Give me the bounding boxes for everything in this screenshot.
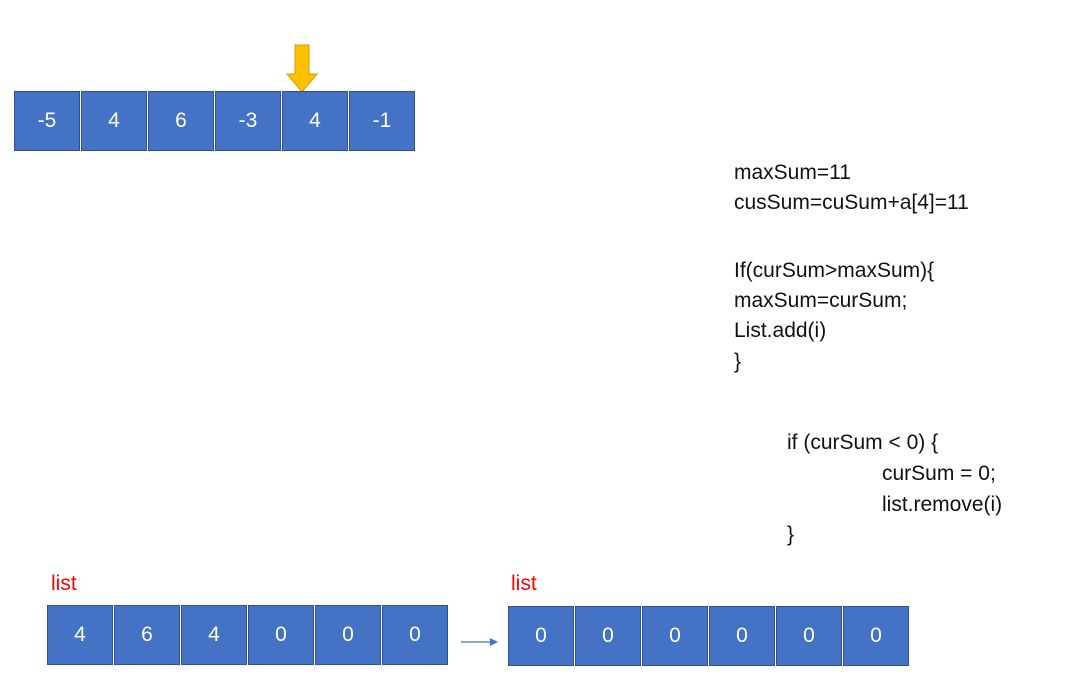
list-left-cell-2: 4 — [181, 605, 247, 665]
code-line: } — [787, 523, 795, 546]
list-label-left: list — [51, 572, 77, 595]
array-cell-3: -3 — [215, 91, 281, 151]
right-arrow-icon — [461, 638, 498, 646]
list-label-right: list — [511, 572, 537, 595]
list-left-cell-5: 0 — [382, 605, 448, 665]
code-line: cusSum=cuSum+a[4]=11 — [734, 191, 969, 214]
list-right-cell-5: 0 — [843, 606, 909, 666]
down-arrow-icon — [286, 44, 318, 93]
code-line: list.remove(i) — [882, 493, 1003, 516]
code-line: curSum = 0; — [882, 462, 996, 485]
list-left-cell-3: 0 — [248, 605, 314, 665]
code-line: } — [734, 350, 742, 373]
list-right-cell-3: 0 — [709, 606, 775, 666]
list-right-row: 0 0 0 0 0 0 — [508, 606, 909, 666]
array-row: -5 4 6 -3 4 -1 — [14, 91, 415, 151]
list-left-cell-0: 4 — [47, 605, 113, 665]
list-left-cell-1: 6 — [114, 605, 180, 665]
array-cell-1: 4 — [81, 91, 147, 151]
list-left-row: 4 6 4 0 0 0 — [47, 605, 448, 665]
list-right-cell-0: 0 — [508, 606, 574, 666]
list-left-cell-4: 0 — [315, 605, 381, 665]
code-line: If(curSum>maxSum){ — [734, 259, 935, 282]
array-cell-4: 4 — [282, 91, 348, 151]
code-line: maxSum=11 — [734, 161, 851, 184]
list-right-cell-2: 0 — [642, 606, 708, 666]
code-line: List.add(i) — [734, 319, 827, 342]
list-right-cell-4: 0 — [776, 606, 842, 666]
array-cell-5: -1 — [349, 91, 415, 151]
code-line: maxSum=curSum; — [734, 289, 908, 312]
array-cell-0: -5 — [14, 91, 80, 151]
list-right-cell-1: 0 — [575, 606, 641, 666]
code-line: if (curSum < 0) { — [787, 431, 939, 454]
array-cell-2: 6 — [148, 91, 214, 151]
